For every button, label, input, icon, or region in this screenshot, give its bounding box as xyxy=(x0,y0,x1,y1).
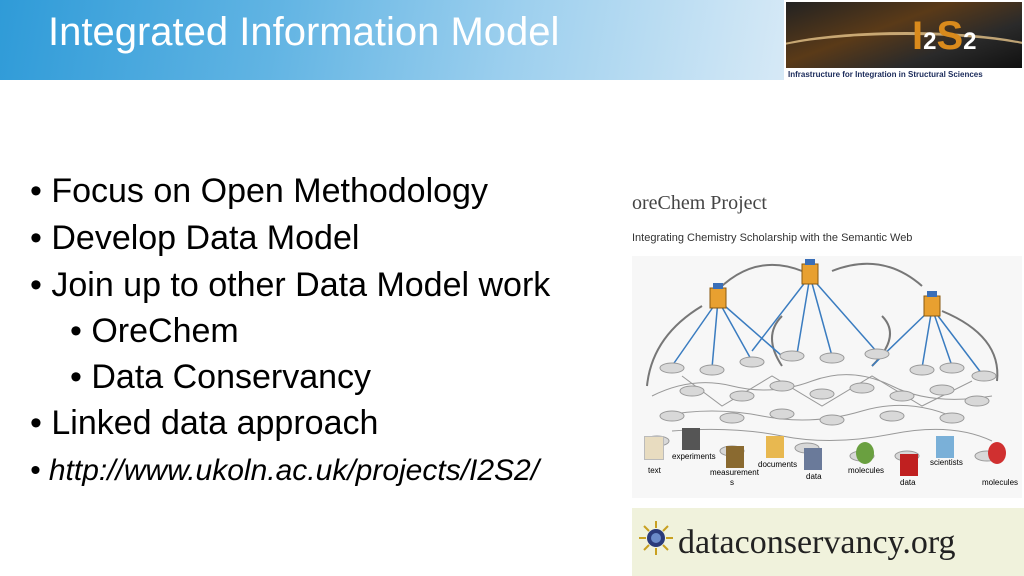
experiments-icon xyxy=(682,428,700,450)
scientists-icon xyxy=(936,436,954,458)
dataconservancy-text: dataconservancy.org xyxy=(678,524,956,561)
label-scientists: scientists xyxy=(930,458,963,467)
figure-diagram: text experiments measurement s documents… xyxy=(632,256,1022,498)
bullet-join-up: • Join up to other Data Model work xyxy=(30,266,551,304)
label-data: data xyxy=(806,472,822,481)
orechem-figure: oreChem Project Integrating Chemistry Sc… xyxy=(632,176,1022,498)
label-documents: documents xyxy=(758,460,798,469)
network-diagram xyxy=(644,259,1000,462)
bullet-data-model: • Develop Data Model xyxy=(30,219,360,257)
i2s2-logo: I2S2 Infrastructure for Integration in S… xyxy=(784,0,1024,80)
molecules-icon xyxy=(856,442,874,464)
slide-title: Integrated Information Model xyxy=(48,10,560,54)
data-icon xyxy=(804,448,822,470)
label-data-2: data xyxy=(900,478,916,487)
label-molecules-2: molecules xyxy=(982,478,1019,487)
label-measurements: measurement xyxy=(710,468,759,477)
figure-title: oreChem Project xyxy=(632,192,767,214)
arrow-top-right xyxy=(831,262,923,287)
dataconservancy-logo: dataconservancy.org xyxy=(632,508,1024,576)
label-experiments: experiments xyxy=(672,452,716,461)
bullet-linked-data: • Linked data approach xyxy=(30,404,379,442)
bullet-data-conservancy: • Data Conservancy xyxy=(70,358,372,396)
logo-swoosh xyxy=(786,32,1022,68)
arrow-right xyxy=(941,310,999,382)
label-text: text xyxy=(648,466,661,475)
bullet-focus: • Focus on Open Methodology xyxy=(30,172,488,210)
arrow-left xyxy=(646,305,703,387)
logo-caption: Infrastructure for Integration in Struct… xyxy=(788,70,983,79)
bullet-url-link[interactable]: • http://www.ukoln.ac.uk/projects/I2S2/ xyxy=(30,454,540,487)
slide-header: Integrated Information Model xyxy=(0,0,784,80)
figure-subtitle: Integrating Chemistry Scholarship with t… xyxy=(632,232,913,244)
sun-icon xyxy=(639,521,673,555)
text-icon xyxy=(644,436,664,460)
data-icon-2 xyxy=(900,454,918,476)
label-molecules: molecules xyxy=(848,466,885,475)
arrow-mid-left xyxy=(771,315,783,367)
logo-banner: I2S2 xyxy=(786,2,1022,68)
measurements-icon xyxy=(726,446,744,468)
logo-mark: I2S2 xyxy=(912,14,977,58)
hub-node-icons xyxy=(709,259,941,317)
documents-icon xyxy=(766,436,784,458)
molecules-icon-2 xyxy=(988,442,1006,464)
bullet-orechem: • OreChem xyxy=(70,312,239,350)
label-measurements-s: s xyxy=(730,478,734,487)
